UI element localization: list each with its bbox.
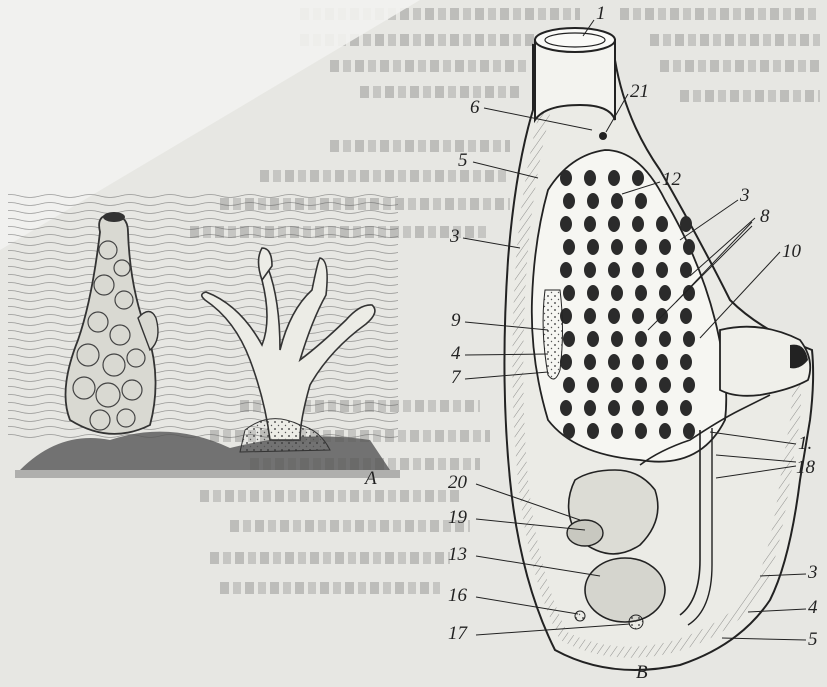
gill-slit	[560, 400, 572, 416]
gill-slit	[560, 216, 572, 232]
label-4-left: 4	[451, 344, 461, 363]
gill-slit	[563, 239, 575, 255]
label-13: 13	[448, 545, 467, 564]
label-5-bottom: 5	[808, 630, 818, 649]
gill-slit	[680, 354, 692, 370]
label-21: 21	[630, 82, 649, 101]
gill-slit	[608, 170, 620, 186]
label-18: 18	[796, 458, 815, 477]
gill-slit	[659, 377, 671, 393]
gill-slit	[683, 239, 695, 255]
gill-slit	[611, 193, 623, 209]
gill-slit	[632, 308, 644, 324]
label-7: 7	[451, 368, 461, 387]
gill-slit	[587, 377, 599, 393]
panel-a-illustration	[8, 190, 400, 478]
gill-slit	[563, 423, 575, 439]
gill-slit	[563, 285, 575, 301]
gill-slit	[635, 193, 647, 209]
label-12: 12	[662, 170, 681, 189]
gill-slit	[608, 262, 620, 278]
panel-a-label: A	[365, 469, 377, 488]
label-3-bottom: 3	[808, 563, 818, 582]
label-17: 17	[448, 624, 467, 643]
gill-slit	[680, 216, 692, 232]
gill-slit	[560, 262, 572, 278]
label-9: 9	[451, 311, 461, 330]
label-1-lower: 1.	[798, 434, 812, 453]
gill-slit	[584, 170, 596, 186]
gill-slit	[587, 331, 599, 347]
gill-slit	[611, 239, 623, 255]
gill-slit	[608, 400, 620, 416]
gill-slit	[656, 216, 668, 232]
label-20: 20	[448, 473, 467, 492]
label-3-right: 3	[740, 186, 750, 205]
gill-slit	[584, 262, 596, 278]
gill-slit	[656, 400, 668, 416]
gill-slit	[584, 216, 596, 232]
gill-slit	[635, 285, 647, 301]
gill-slit	[683, 377, 695, 393]
label-5-top: 5	[458, 151, 468, 170]
gill-slit	[587, 423, 599, 439]
gill-slit	[611, 377, 623, 393]
gill-slit	[680, 400, 692, 416]
gill-slit	[659, 423, 671, 439]
panel-b-illustration	[463, 20, 813, 670]
gill-slit	[683, 423, 695, 439]
gill-slit	[632, 262, 644, 278]
gill-slit	[632, 216, 644, 232]
label-8: 8	[760, 207, 770, 226]
gill-slit	[656, 262, 668, 278]
label-6: 6	[470, 98, 480, 117]
gill-slit	[560, 170, 572, 186]
gill-slit	[611, 285, 623, 301]
gill-slit	[635, 239, 647, 255]
gill-slit	[632, 170, 644, 186]
gill-slit	[584, 308, 596, 324]
gill-slit	[659, 239, 671, 255]
gill-slit	[680, 308, 692, 324]
gill-slit	[659, 285, 671, 301]
label-19: 19	[448, 508, 467, 527]
gill-slit	[584, 354, 596, 370]
gill-slit	[608, 354, 620, 370]
gill-slit	[659, 331, 671, 347]
gill-slit	[563, 193, 575, 209]
gill-slit	[635, 377, 647, 393]
gill-slit	[611, 423, 623, 439]
gill-slit	[683, 331, 695, 347]
gill-slit	[587, 193, 599, 209]
gill-slit	[635, 423, 647, 439]
label-4-bottom: 4	[808, 598, 818, 617]
gill-slit	[632, 400, 644, 416]
label-10: 10	[782, 242, 801, 261]
gill-slit	[587, 285, 599, 301]
gill-slit	[587, 239, 599, 255]
gill-slit	[608, 308, 620, 324]
gill-slit	[584, 400, 596, 416]
gill-slit	[563, 331, 575, 347]
label-3-left: 3	[450, 227, 460, 246]
gill-slit	[632, 354, 644, 370]
label-1: 1	[596, 4, 606, 23]
gill-slit	[608, 216, 620, 232]
gill-slit	[611, 331, 623, 347]
label-16: 16	[448, 586, 467, 605]
panel-b-label: B	[636, 663, 648, 682]
gill-slit	[635, 331, 647, 347]
gill-slit	[563, 377, 575, 393]
gill-slit	[656, 354, 668, 370]
